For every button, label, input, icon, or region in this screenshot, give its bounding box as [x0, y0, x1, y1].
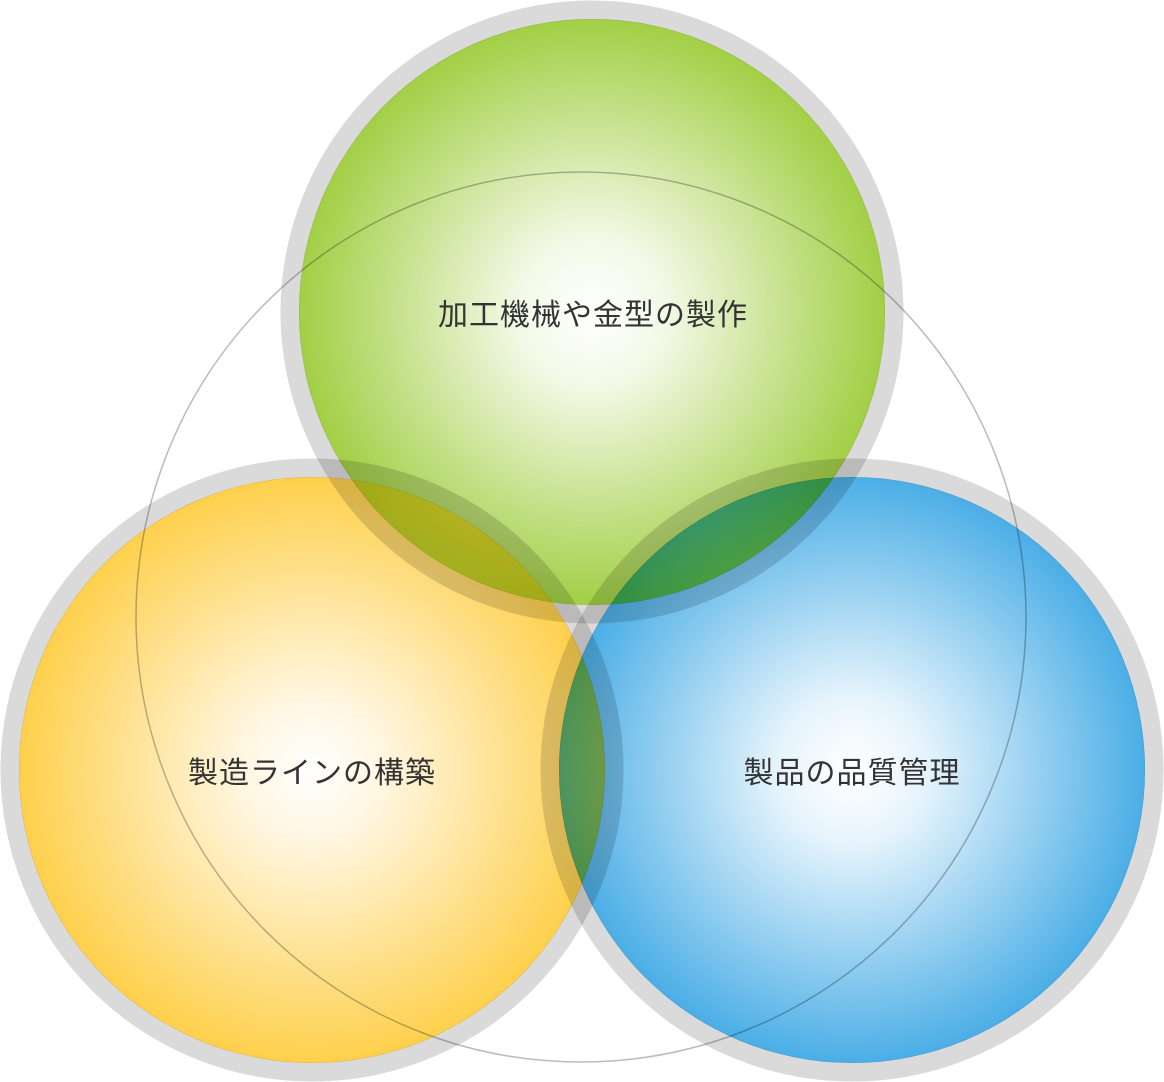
circle-right [559, 477, 1145, 1063]
label-top: 加工機械や金型の製作 [438, 298, 748, 333]
circle-right-ring [540, 458, 1164, 1082]
circle-left [19, 477, 605, 1063]
circle-top [299, 19, 885, 605]
label-right: 製品の品質管理 [743, 756, 961, 791]
label-left: 製造ラインの構築 [188, 756, 436, 791]
